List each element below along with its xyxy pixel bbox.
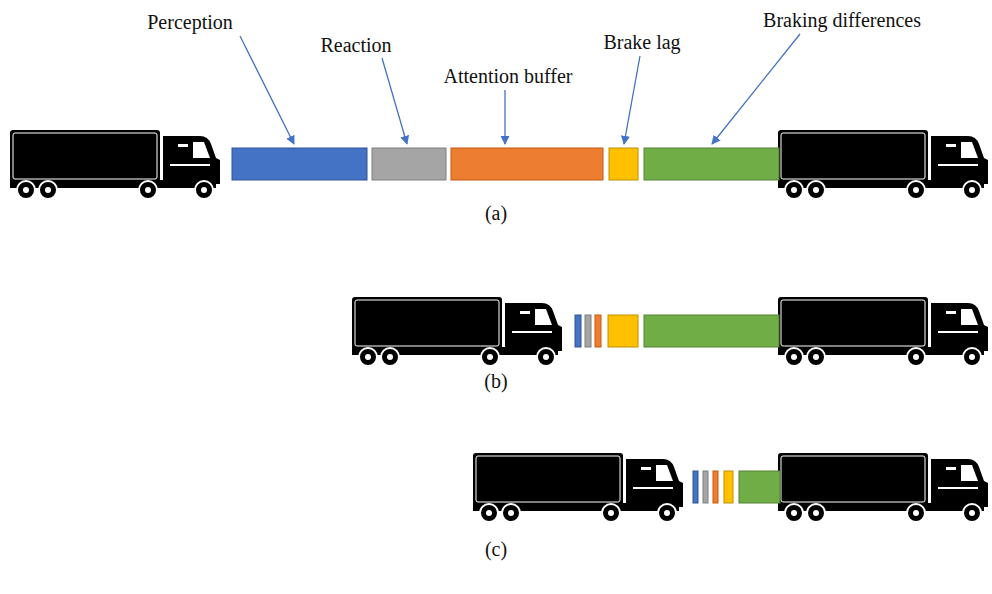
braking-bar — [644, 315, 779, 347]
gap-bars — [693, 471, 780, 503]
perception-bar — [232, 148, 367, 180]
truck-icon — [778, 130, 988, 199]
gap-bars — [232, 148, 779, 180]
truck-icon — [778, 453, 988, 522]
leader-line — [712, 34, 800, 144]
truck-icon — [778, 297, 988, 366]
gap-bars — [575, 315, 779, 347]
attention-bar — [595, 315, 601, 347]
reaction-bar — [585, 315, 591, 347]
callout-label: Brake lag — [603, 31, 680, 54]
attention-bar — [713, 471, 718, 503]
leader-line — [382, 58, 407, 144]
truck-icon — [10, 130, 220, 199]
brake-lag-bar — [608, 315, 638, 347]
reaction-bar — [703, 471, 708, 503]
leader-line — [504, 90, 505, 144]
truck-icon — [352, 297, 562, 366]
brake-lag-bar — [724, 471, 733, 503]
brake-lag-bar — [609, 148, 638, 180]
truck-icon — [473, 453, 683, 522]
leader-line — [624, 56, 640, 144]
callout-label: Attention buffer — [443, 65, 572, 88]
leader-lines — [240, 34, 800, 144]
leader-line — [240, 36, 294, 144]
callout-label: Reaction — [320, 34, 391, 57]
attention-bar — [451, 148, 603, 180]
panel-label: (b) — [484, 370, 507, 393]
callout-label: Perception — [147, 11, 233, 34]
perception-bar — [693, 471, 698, 503]
panel-label: (a) — [485, 202, 507, 225]
braking-bar — [644, 148, 779, 180]
reaction-bar — [372, 148, 446, 180]
panel-label: (c) — [485, 538, 507, 561]
perception-bar — [575, 315, 581, 347]
callout-label: Braking differences — [763, 9, 921, 32]
braking-bar — [739, 471, 780, 503]
